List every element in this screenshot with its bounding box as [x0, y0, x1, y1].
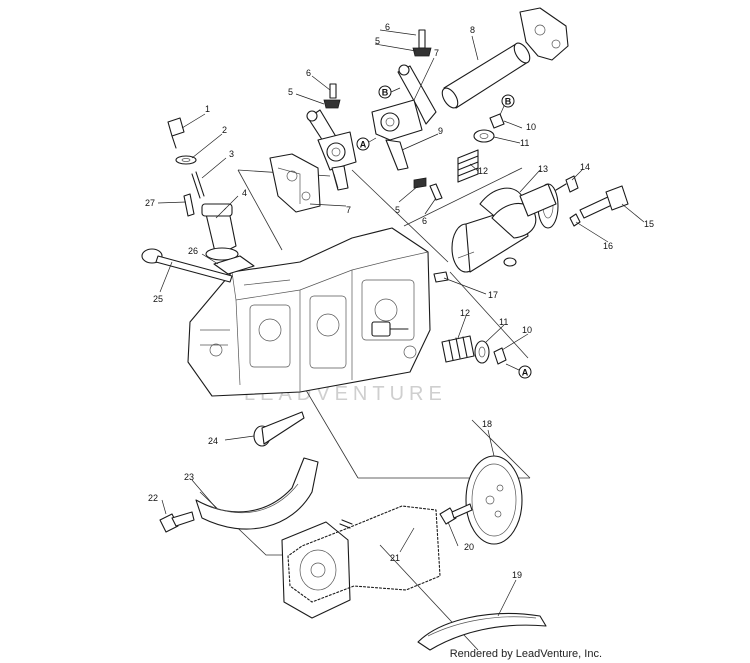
rocker-shaft — [441, 42, 531, 109]
callout-5: 5 — [375, 36, 380, 46]
reference-marker-a-upper: A — [356, 137, 377, 151]
callout-18: 18 — [482, 419, 492, 429]
adjuster-screws-and-locknuts — [323, 29, 443, 201]
cam-sprocket — [465, 455, 523, 545]
cam-cover-cap — [519, 7, 569, 61]
lower-chain-guide — [417, 613, 547, 651]
valve-spring-upper-set — [457, 113, 505, 183]
callout-11: 11 — [520, 138, 529, 148]
rocker-arm-lower — [306, 109, 357, 191]
callout-17: 17 — [488, 290, 498, 300]
tensioner-gasket — [213, 255, 255, 275]
callout-27: 27 — [145, 198, 155, 208]
callout-leader-lines — [157, 29, 645, 617]
callout-22: 22 — [148, 493, 158, 503]
cam-chain — [287, 505, 441, 603]
svg-text:A: A — [522, 368, 529, 378]
callout-10: 10 — [526, 122, 536, 132]
callout-13: 13 — [538, 164, 548, 174]
dowel-pin — [433, 271, 449, 283]
callout-5: 5 — [395, 205, 400, 215]
callout-15: 15 — [644, 219, 654, 229]
cam-chain-tensioner-parts — [167, 117, 239, 261]
callout-1: 1 — [205, 104, 210, 114]
callout-6: 6 — [385, 22, 390, 32]
callout-12: 12 — [460, 308, 470, 318]
svg-text:B: B — [382, 88, 389, 98]
reference-marker-b-right: B — [499, 94, 515, 116]
callout-21: 21 — [390, 553, 400, 563]
callout-2: 2 — [222, 125, 227, 135]
reference-marker-a-lower: A — [505, 363, 532, 379]
chain-guide — [195, 457, 319, 530]
rocker-shaft-bracket — [269, 153, 321, 213]
callout-10: 10 — [522, 325, 532, 335]
valve-spring-lower-set — [441, 335, 507, 365]
cam-bolt-and-tensioner-parts — [555, 175, 629, 227]
rocker-arm-upper — [371, 64, 437, 171]
callout-26: 26 — [188, 246, 198, 256]
callout-6: 6 — [306, 68, 311, 78]
callout-20: 20 — [464, 542, 474, 552]
callout-6: 6 — [422, 216, 427, 226]
crank-sprocket-housing — [281, 521, 351, 619]
callout-4: 4 — [242, 188, 247, 198]
callout-5: 5 — [288, 87, 293, 97]
callout-16: 16 — [603, 241, 613, 251]
sprocket-bolt — [439, 503, 473, 525]
render-credit: Rendered by LeadVenture, Inc. — [450, 648, 602, 660]
callout-3: 3 — [229, 149, 234, 159]
reference-marker-b-left: B — [378, 85, 401, 99]
callout-7: 7 — [346, 205, 351, 215]
svg-text:B: B — [505, 97, 512, 107]
exhaust-valve — [141, 248, 233, 283]
pivot-bolt — [159, 511, 195, 533]
callout-19: 19 — [512, 570, 522, 580]
svg-text:A: A — [360, 140, 367, 150]
callout-25: 25 — [153, 294, 163, 304]
callout-23: 23 — [184, 472, 194, 482]
camshaft — [451, 183, 559, 273]
intake-valve — [253, 411, 305, 447]
callout-12: 12 — [478, 166, 488, 176]
cylinder-head — [187, 227, 431, 397]
callout-8: 8 — [470, 25, 475, 35]
callout-labels: 1 2 3 4 5 5 5 6 6 6 7 7 8 9 10 10 11 11 … — [145, 22, 654, 580]
callout-24: 24 — [208, 436, 218, 446]
callout-14: 14 — [580, 162, 590, 172]
callout-7: 7 — [434, 48, 439, 58]
callout-11: 11 — [499, 317, 508, 327]
callout-9: 9 — [438, 126, 443, 136]
